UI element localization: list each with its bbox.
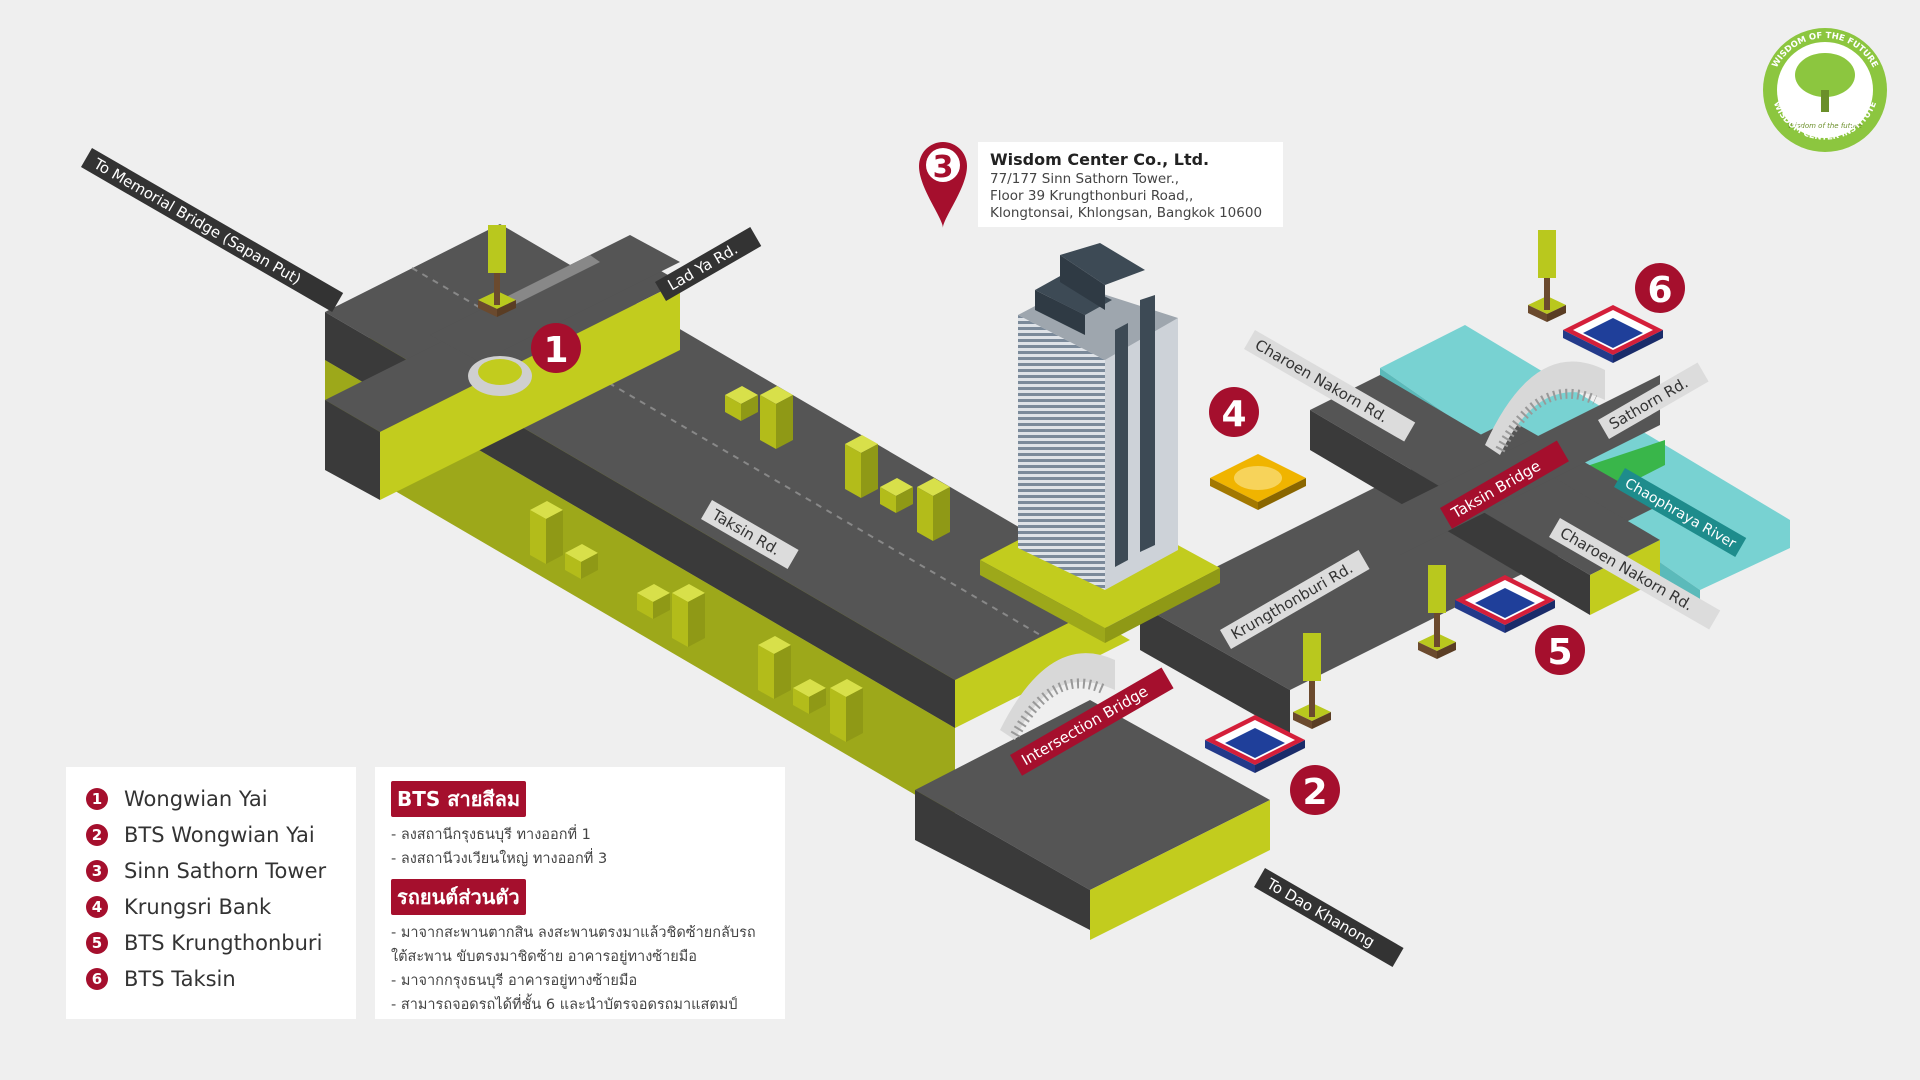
intersection-bridge-arch — [1000, 653, 1115, 740]
wongwian-yai-roundabout — [468, 356, 532, 396]
svg-text:Lad Ya Rd.: Lad Ya Rd. — [665, 240, 741, 294]
legend-item: 3 Sinn Sathorn Tower — [86, 853, 336, 889]
legend-item: 5 BTS Krungthonburi — [86, 925, 336, 961]
block — [758, 636, 791, 699]
direction-line: ใต้สะพาน ขับตรงมาชิดซ้าย อาคารอยู่ทางซ้า… — [391, 949, 698, 965]
block — [725, 386, 758, 421]
label-dao-khanong: To Dao Khanong — [1254, 868, 1404, 968]
legend-item: 4 Krungsri Bank — [86, 889, 336, 925]
svg-text:To Dao Khanong: To Dao Khanong — [1263, 874, 1378, 951]
tree — [1293, 633, 1331, 729]
bts-wongwian-yai-icon — [1205, 715, 1305, 773]
marker-2: 2 — [1290, 765, 1340, 815]
block — [880, 478, 913, 513]
directions-panel: BTS สายสีลม - ลงสถานีกรุงธนบุรี ทางออกที… — [375, 767, 785, 1019]
marker-4: 4 — [1209, 387, 1259, 437]
label-memorial: To Memorial Bridge (Sapan Put) — [81, 148, 344, 313]
block — [565, 544, 598, 579]
legend-label: Sinn Sathorn Tower — [124, 859, 327, 883]
block — [530, 501, 563, 564]
bts-taksin-icon — [1563, 305, 1663, 363]
svg-text:2: 2 — [1302, 772, 1327, 813]
tree — [478, 225, 516, 317]
location-pin-icon: 3 — [919, 142, 967, 228]
legend-item: 6 BTS Taksin — [86, 961, 336, 997]
bts-krungthonburi-icon — [1455, 575, 1555, 633]
legend-number: 2 — [86, 824, 108, 846]
direction-line: - มาจากสะพานตากสิน ลงสะพานตรงมาแล้วชิดซ้… — [391, 925, 756, 941]
legend-label: Wongwian Yai — [124, 787, 268, 811]
legend-number: 4 — [86, 896, 108, 918]
legend-item: 1 Wongwian Yai — [86, 781, 336, 817]
block — [793, 679, 826, 714]
svg-text:Wisdom of the future: Wisdom of the future — [1788, 122, 1862, 130]
direction-line: - ลงสถานีวงเวียนใหญ่ ทางออกที่ 3 — [391, 851, 608, 867]
car-heading: รถยนต์ส่วนตัว — [391, 879, 526, 915]
address-line: 77/177 Sinn Sathorn Tower., — [990, 171, 1180, 187]
legend-label: BTS Taksin — [124, 967, 236, 991]
svg-text:1: 1 — [543, 330, 568, 371]
marker-6: 6 — [1635, 263, 1685, 313]
block — [845, 435, 878, 498]
address-line: Floor 39 Krungthonburi Road,, — [990, 188, 1194, 204]
svg-text:To Memorial Bridge (Sapan Put): To Memorial Bridge (Sapan Put) — [90, 154, 304, 288]
direction-line: - สามารถจอดรถได้ที่ชั้น 6 และนำบัตรจอดรถ… — [391, 997, 738, 1013]
legend-label: BTS Wongwian Yai — [124, 823, 315, 847]
tree — [1418, 565, 1456, 659]
bts-heading: BTS สายสีลม — [391, 781, 527, 817]
tree — [1528, 230, 1566, 322]
sinn-sathorn-tower — [1018, 243, 1178, 590]
svg-text:5: 5 — [1547, 632, 1572, 673]
taksin-bridge-arch — [1485, 361, 1605, 455]
marker-5: 5 — [1535, 625, 1585, 675]
krungsri-bank-icon — [1210, 454, 1306, 510]
legend-item: 2 BTS Wongwian Yai — [86, 817, 336, 853]
direction-line: - มาจากกรุงธนบุรี อาคารอยู่ทางซ้ายมือ — [391, 973, 638, 989]
svg-text:3: 3 — [933, 150, 954, 185]
road-memorial — [325, 235, 680, 500]
legend-number: 6 — [86, 968, 108, 990]
block — [830, 679, 863, 742]
legend-label: BTS Krungthonburi — [124, 931, 323, 955]
legend-panel: 1 Wongwian Yai 2 BTS Wongwian Yai 3 Sinn… — [66, 767, 356, 1019]
decor-blocks — [478, 225, 1566, 742]
marker-1: 1 — [531, 323, 581, 373]
svg-text:6: 6 — [1647, 270, 1672, 311]
address-line: Klongtonsai, Khlongsan, Bangkok 10600 — [990, 205, 1263, 221]
legend-label: Krungsri Bank — [124, 895, 272, 919]
block — [917, 478, 950, 541]
address-card: Wisdom Center Co., Ltd. 77/177 Sinn Sath… — [978, 142, 1283, 227]
wisdom-center-logo: Wisdom of the future WISDOM OF THE FUTUR… — [1763, 28, 1887, 152]
legend-number: 3 — [86, 860, 108, 882]
legend-number: 5 — [86, 932, 108, 954]
block — [637, 584, 670, 619]
company-name: Wisdom Center Co., Ltd. — [990, 150, 1210, 169]
legend-number: 1 — [86, 788, 108, 810]
svg-text:4: 4 — [1221, 394, 1246, 435]
direction-line: - ลงสถานีกรุงธนบุรี ทางออกที่ 1 — [391, 827, 591, 843]
block — [760, 386, 793, 449]
block — [672, 584, 705, 647]
